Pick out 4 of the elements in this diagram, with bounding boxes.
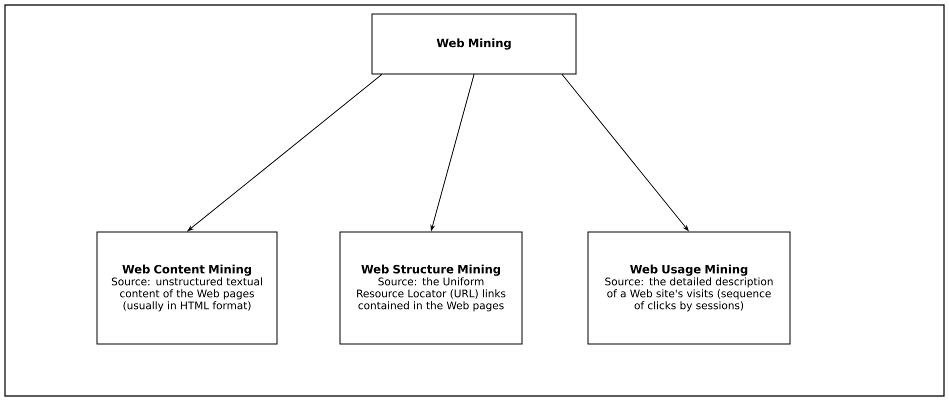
title-box: Web Mining xyxy=(372,14,576,74)
category-box: Web Usage Mining Source: the detailed description of a Web site's visits (sequence of clicks by sessions) xyxy=(588,232,790,344)
category-box: Web Content Mining Source: unstructured textual content of the Web pages (usually in HTML format) xyxy=(96,232,278,344)
category-box: Web Structure Mining Source: the Uniform Resource Locator (URL) links contained in the Web pages xyxy=(340,232,522,344)
